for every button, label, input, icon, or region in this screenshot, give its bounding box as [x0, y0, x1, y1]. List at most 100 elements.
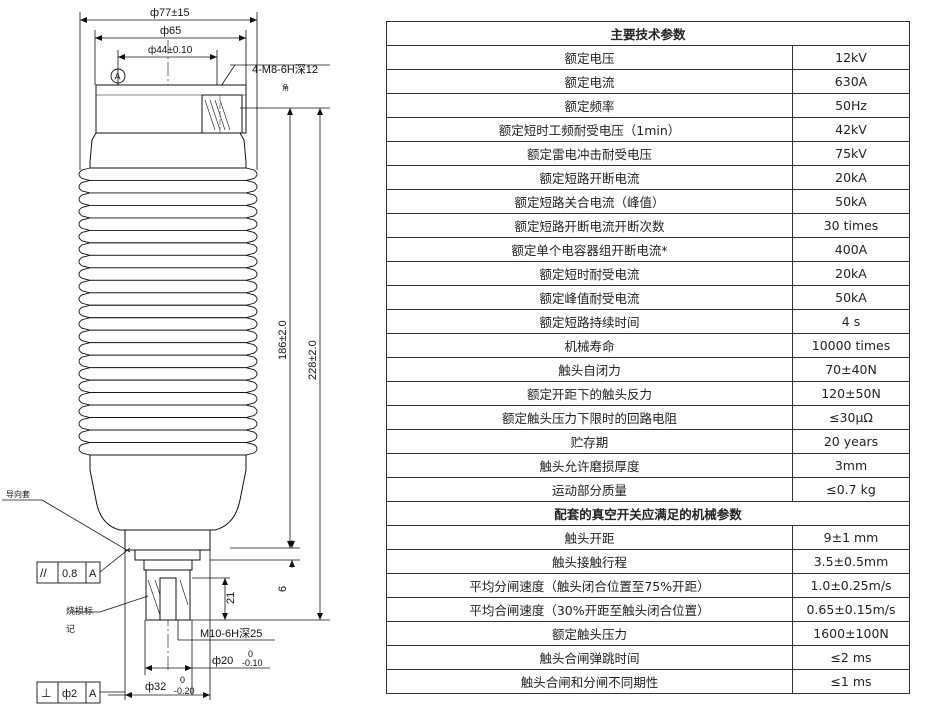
param-name: 触头合闸和分闸不同期性 [386, 669, 793, 694]
param-name: 触头允许磨损厚度 [386, 453, 793, 478]
mech-params-header-row: 配套的真空开关应满足的机械参数 [385, 501, 911, 526]
bellows-rib [78, 342, 258, 356]
moving-stem [124, 529, 211, 621]
perpendicularity-datum: A [89, 688, 97, 700]
dim-6-label: 6 [277, 586, 289, 592]
param-name: 机械寿命 [386, 333, 793, 358]
param-value: 4 s [791, 309, 911, 334]
param-value: 30 times [791, 213, 911, 238]
wear-mark-label-2: 记 [66, 624, 75, 634]
bellows-rib [78, 292, 258, 306]
param-value: ≤2 ms [791, 645, 911, 670]
bellows-rib [78, 279, 258, 294]
param-name: 触头自闭力 [386, 357, 793, 382]
param-value: 50kA [791, 285, 911, 310]
bellows-rib [78, 254, 258, 269]
bellows-rib [78, 317, 258, 331]
main-params-header: 主要技术参数 [385, 21, 911, 46]
param-name: 额定短时工频耐受电压（1min） [386, 117, 793, 142]
main-params-header-row: 主要技术参数 [385, 21, 911, 46]
shaft-dia-label: ф20 [212, 655, 233, 667]
guide-sleeve-label: 导向套 [6, 489, 30, 499]
param-value: 12kV [791, 45, 911, 70]
param-name: 触头开距 [386, 525, 793, 550]
parallelism-symbol: // [40, 566, 47, 580]
param-name: 贮存期 [386, 429, 793, 454]
table-row: 运动部分质量≤0.7 kg [386, 477, 911, 502]
parallelism-datum: A [89, 568, 97, 580]
table-row: 额定单个电容器组开断电流*400A [386, 237, 911, 262]
thread-bottom-label: M10-6H深25 [200, 627, 262, 640]
bellows-rib [78, 367, 258, 381]
height-186-label: 186±2.0 [277, 320, 289, 360]
wear-mark-label-1: 烧损标 [66, 605, 93, 616]
lower-shoulder [89, 454, 247, 531]
perpendicularity-frame: ⊥ ф2 A [36, 681, 101, 704]
param-name: 触头接触行程 [386, 549, 793, 574]
param-value: 1600±100N [791, 621, 911, 646]
param-value: 0.65±0.15m/s [791, 597, 911, 622]
param-name: 额定电流 [386, 69, 793, 94]
parallelism-value: 0.8 [62, 568, 77, 580]
param-name: 平均分闸速度（触头闭合位置至75%开距） [386, 573, 793, 598]
bellows-rib [78, 180, 258, 194]
insulator-bellows [78, 167, 258, 456]
top-dimensions [79, 12, 330, 170]
shaft-dia-tol-up: 0 [248, 649, 253, 659]
param-name: 额定触头压力下限时的回路电阻 [386, 405, 793, 430]
base-dia-tol-up: 0 [180, 675, 185, 685]
param-value: 120±50N [791, 381, 911, 406]
table-row: 额定短时工频耐受电压（1min）42kV [386, 117, 911, 142]
thread-top-label: 4-M8-6H深12 [252, 63, 318, 76]
param-name: 额定雷电冲击耐受电压 [386, 141, 793, 166]
bellows-rib [78, 229, 258, 244]
param-name: 额定峰值耐受电流 [386, 285, 793, 310]
bellows-rib [78, 217, 258, 231]
bellows-rib [78, 192, 258, 206]
parallelism-frame: // 0.8 A [36, 561, 101, 584]
top-end-plate [95, 84, 247, 134]
height-228-label: 228±2.0 [307, 340, 319, 380]
bellows-rib [78, 329, 258, 344]
upper-shoulder [89, 132, 247, 169]
perpendicularity-symbol: ⊥ [41, 686, 51, 700]
mech-params-header: 配套的真空开关应满足的机械参数 [385, 501, 911, 526]
base-dia-tol-dn: -0.20 [174, 686, 195, 696]
table-row: 额定触头压力下限时的回路电阻≤30μΩ [386, 405, 911, 430]
param-value: 1.0±0.25m/s [791, 573, 911, 598]
param-value: 10000 times [791, 333, 911, 358]
param-value: 9±1 mm [791, 525, 911, 550]
leader-lines [2, 499, 149, 693]
param-value: ≤30μΩ [791, 405, 911, 430]
bellows-rib [78, 204, 258, 219]
param-name: 额定开距下的触头反力 [386, 381, 793, 406]
bellows-rib [78, 429, 258, 443]
param-value: 70±40N [791, 357, 911, 382]
param-name: 额定单个电容器组开断电流* [386, 237, 793, 262]
base-dia-label: ф32 [145, 681, 166, 693]
param-value: 630A [791, 69, 911, 94]
bellows-rib [78, 442, 258, 456]
param-value: 3.5±0.5mm [791, 549, 911, 574]
table-row: 额定短路关合电流（峰值）50kA [386, 189, 911, 214]
shaft-dia-tol-dn: -0.10 [242, 658, 263, 668]
flange-dia-label: ф65 [160, 25, 181, 37]
bellows-rib [78, 404, 258, 419]
bellows-rib [78, 392, 258, 406]
param-value: 50kA [791, 189, 911, 214]
bellows-rib [78, 242, 258, 256]
table-row: 触头合闸和分闸不同期性≤1 ms [386, 669, 911, 694]
bellows-rib [78, 167, 258, 181]
